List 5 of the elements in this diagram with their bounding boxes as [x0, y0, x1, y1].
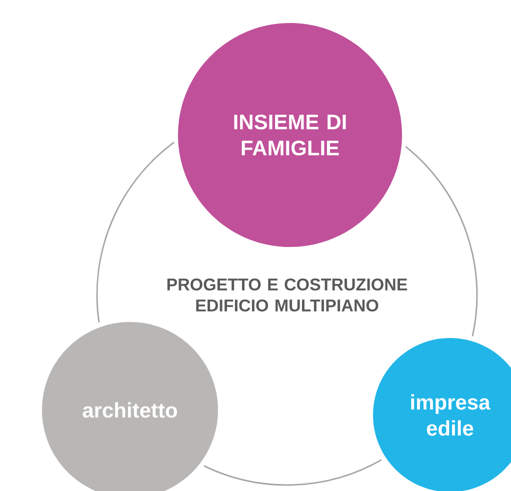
circle-label: PROGETTO E COSTRUZIONE EDIFICIO MULTIPIANO: [167, 278, 408, 312]
circle-label: INSIEME DI FAMIGLIE: [234, 114, 346, 156]
circle: [178, 23, 402, 247]
circle-label: architetto: [82, 402, 178, 418]
circle-label: impresa edile: [411, 394, 490, 436]
